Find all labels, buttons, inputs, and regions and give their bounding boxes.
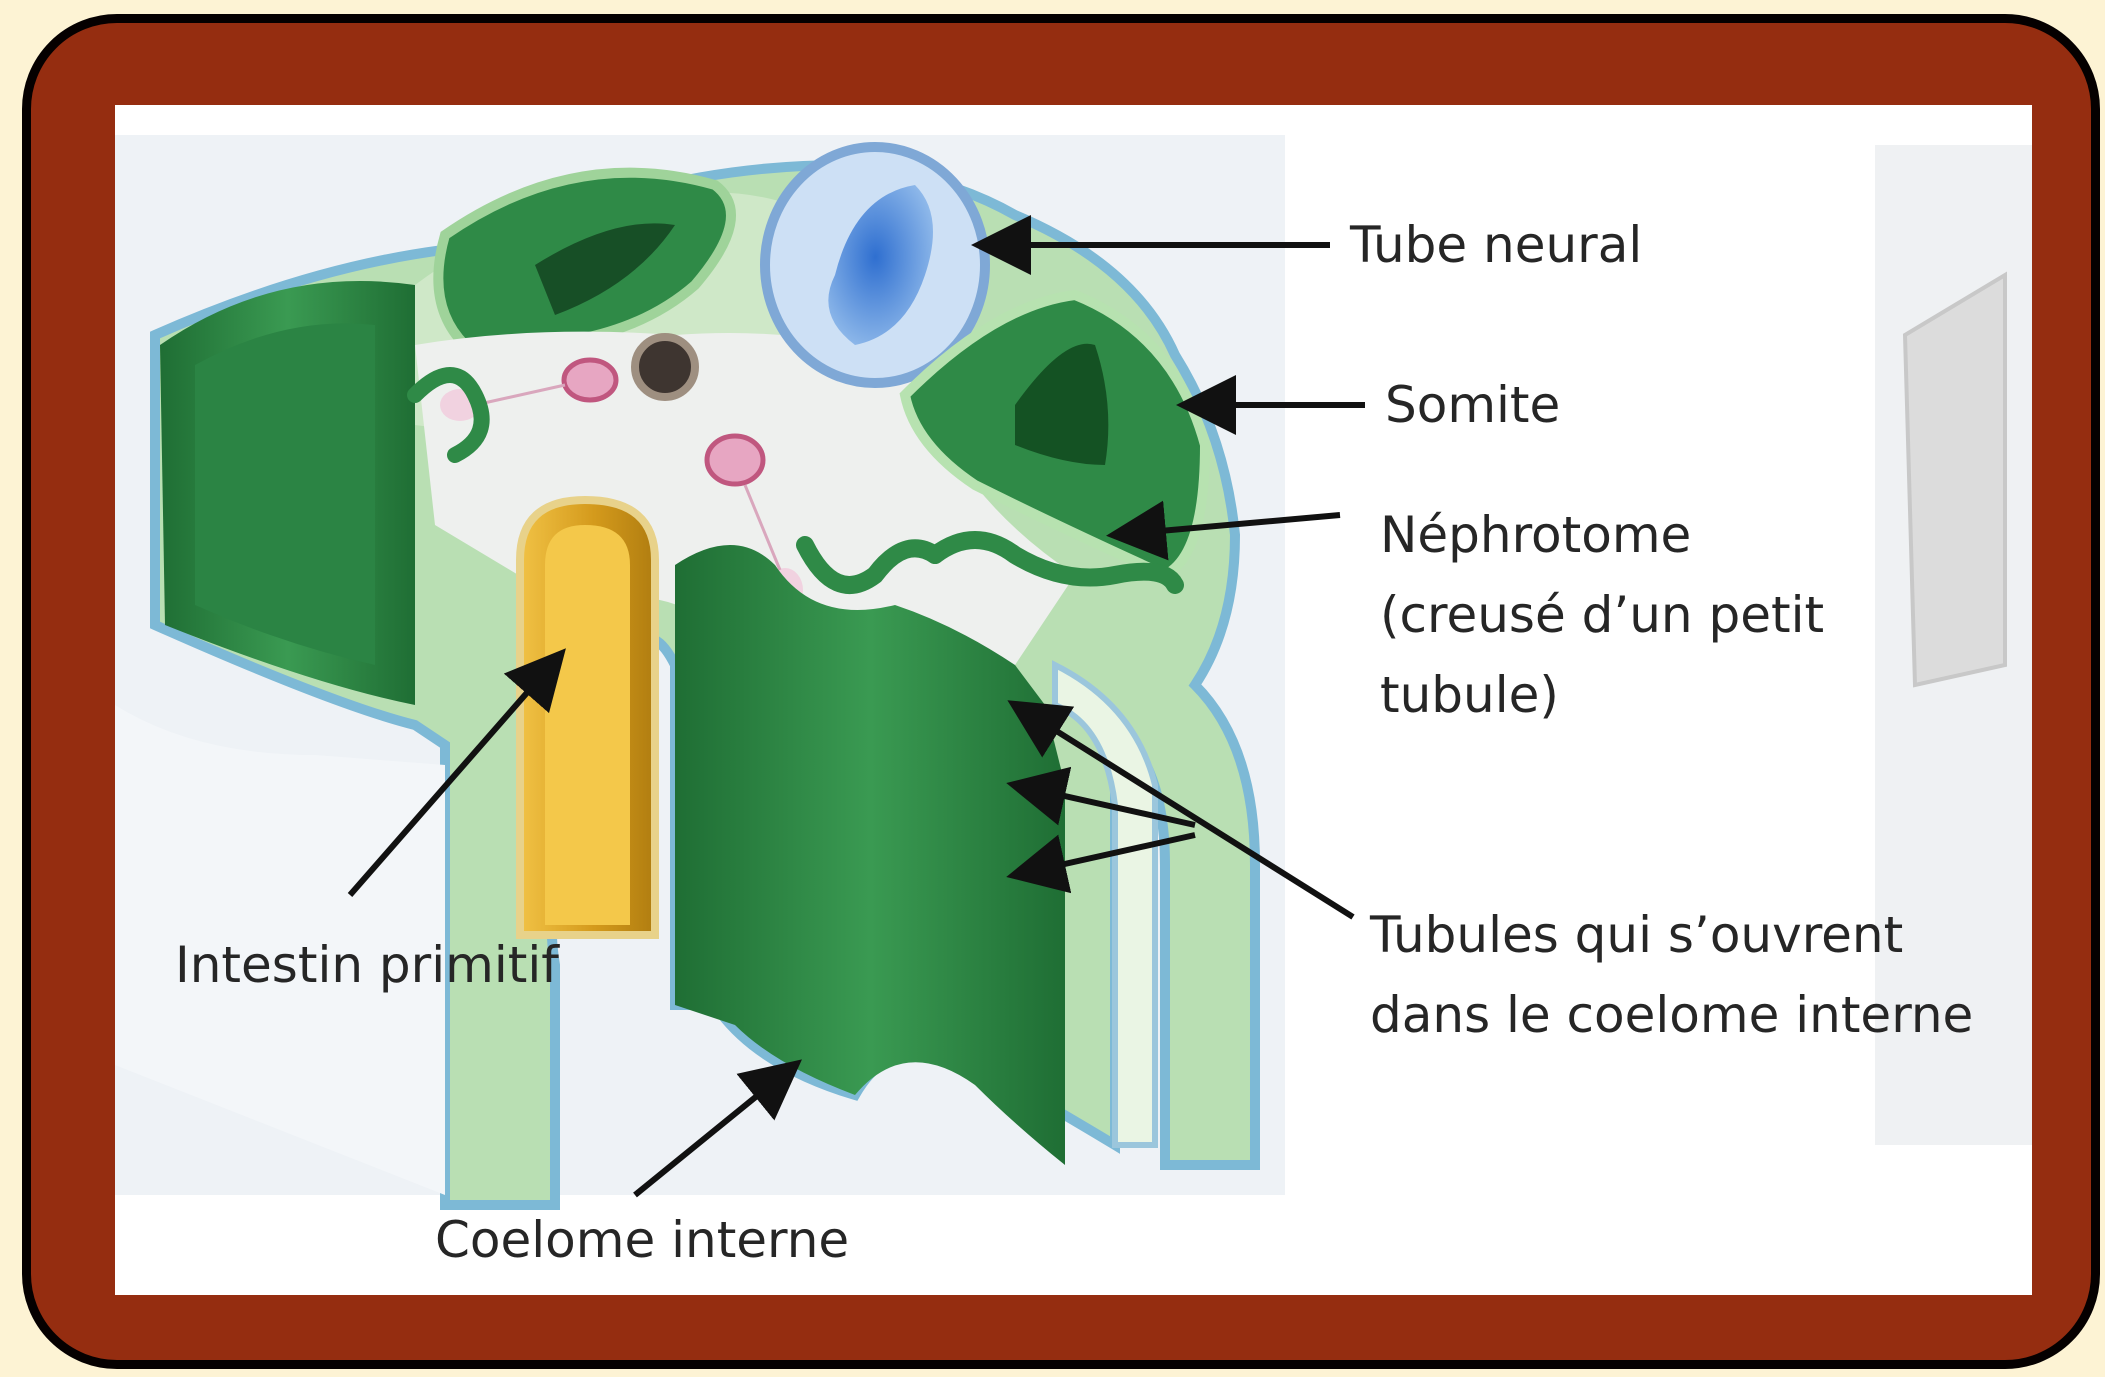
- label-somite: Somite: [1385, 365, 1560, 445]
- label-nephrotome-line2: (creusé d’un petit: [1380, 575, 1824, 655]
- cardinal-vein: [707, 436, 763, 484]
- label-coelome: Coelome interne: [435, 1200, 849, 1280]
- label-tubules-line1: Tubules qui s’ouvrent: [1370, 895, 1903, 975]
- dorsal-aorta: [564, 360, 616, 400]
- notochord: [635, 337, 695, 397]
- embryo-diagram: [115, 105, 2032, 1295]
- label-tube-neural: Tube neural: [1350, 205, 1642, 285]
- label-nephrotome-line3: tubule): [1380, 655, 1559, 735]
- next-slide-fragment: [1905, 275, 2005, 685]
- label-nephrotome-line1: Néphrotome: [1380, 495, 1691, 575]
- label-intestin: Intestin primitif: [175, 925, 559, 1005]
- label-tubules-line2: dans le coelome interne: [1370, 975, 1973, 1055]
- diagram-panel: Tube neural Somite Néphrotome (creusé d’…: [115, 105, 2032, 1295]
- primitive-gut-lumen: [545, 525, 630, 925]
- lateral-mesoderm-left-inner: [195, 323, 375, 665]
